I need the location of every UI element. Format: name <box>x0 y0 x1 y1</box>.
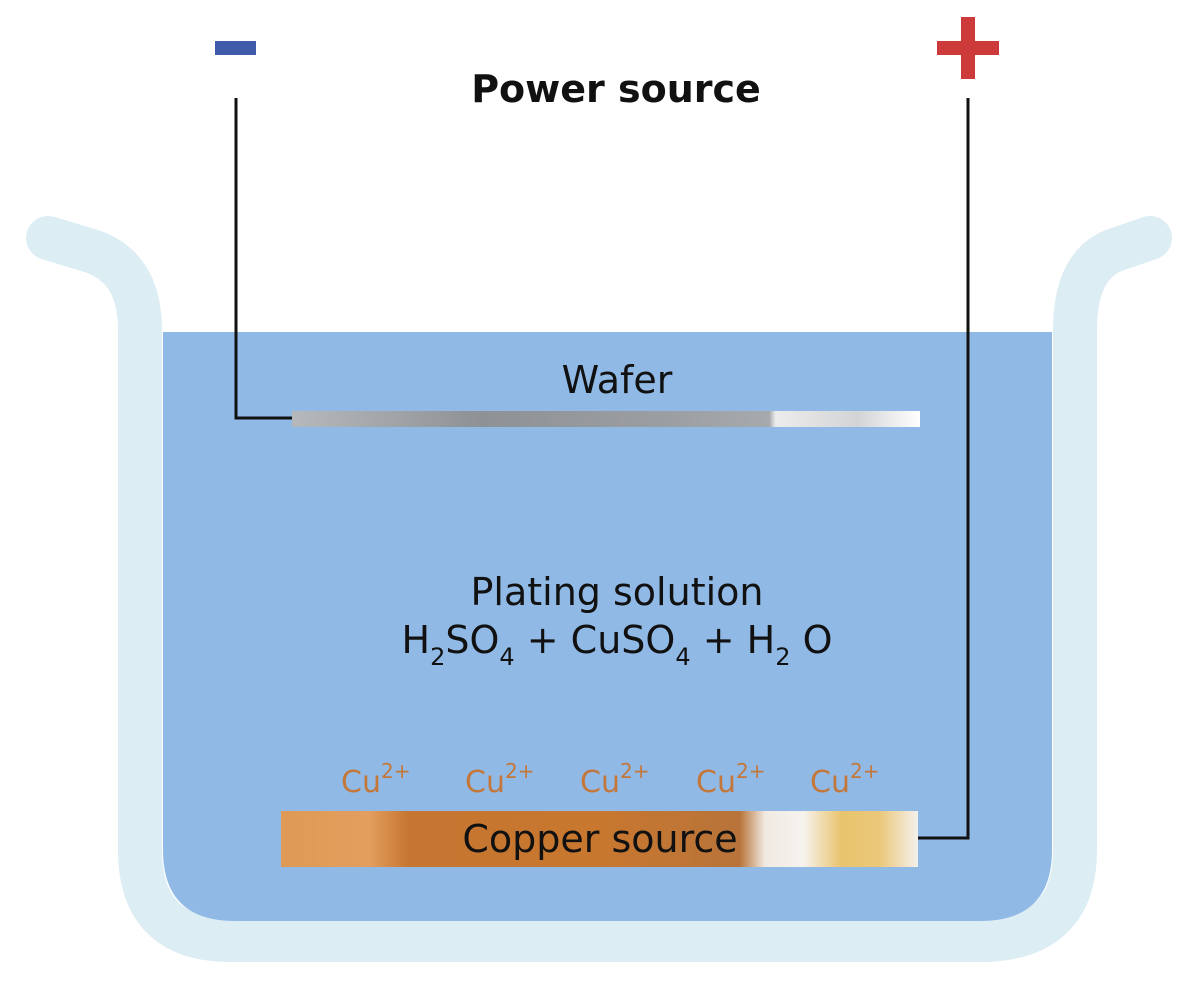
tank <box>26 216 1172 962</box>
copper-ion: Cu2+ <box>580 759 649 800</box>
formula-part: H <box>402 618 431 662</box>
formula-part: 4 <box>499 643 514 671</box>
plating-solution-label: Plating solution <box>471 570 764 614</box>
wafer <box>292 411 920 427</box>
formula-part: 2 <box>775 643 790 671</box>
formula-part: O <box>790 618 832 662</box>
formula-part: 4 <box>675 643 690 671</box>
tank-wall <box>26 216 1172 962</box>
solution-body <box>163 332 1052 921</box>
copper-ion-base: Cu <box>580 765 620 800</box>
copper-ion: Cu2+ <box>465 759 534 800</box>
copper-ion-charge: 2+ <box>505 759 534 783</box>
positive-terminal <box>937 17 999 79</box>
negative-wire <box>234 98 295 420</box>
copper-ion-base: Cu <box>696 765 736 800</box>
power-source-title: Power source <box>471 67 761 111</box>
wafer-label: Wafer <box>562 358 673 402</box>
solution-formula: H2SO4 + CuSO4 + H2 O <box>402 618 833 671</box>
copper-ion-base: Cu <box>465 765 505 800</box>
copper-source <box>281 811 918 867</box>
copper-ion-charge: 2+ <box>850 759 879 783</box>
copper-ion: Cu2+ <box>341 759 410 800</box>
copper-ion: Cu2+ <box>696 759 765 800</box>
copper-source-label: Copper source <box>462 817 737 861</box>
copper-ion: Cu2+ <box>810 759 879 800</box>
formula-part: SO <box>445 618 499 662</box>
formula-part: + CuSO <box>515 618 676 662</box>
copper-ions: Cu2+Cu2+Cu2+Cu2+Cu2+ <box>341 759 879 800</box>
plus-icon-vertical <box>961 17 975 79</box>
copper-ion-base: Cu <box>810 765 850 800</box>
formula-part: 2 <box>430 643 445 671</box>
copper-ion-charge: 2+ <box>620 759 649 783</box>
copper-ion-base: Cu <box>341 765 381 800</box>
negative-terminal <box>215 41 256 55</box>
copper-ion-charge: 2+ <box>736 759 765 783</box>
copper-ion-charge: 2+ <box>381 759 410 783</box>
positive-wire <box>918 98 970 840</box>
formula-part: + H <box>691 618 776 662</box>
minus-icon <box>215 41 256 55</box>
